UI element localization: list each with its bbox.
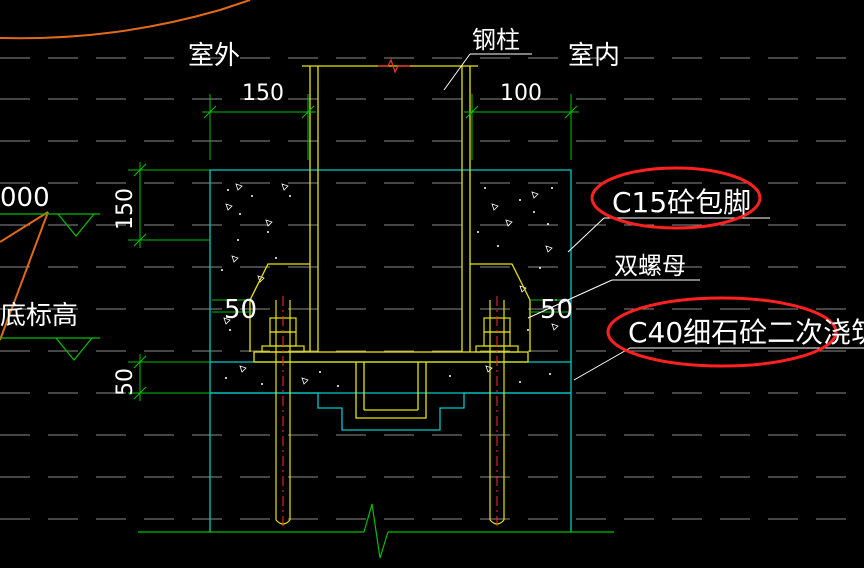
dim-50-left-side: 50 bbox=[224, 295, 257, 325]
dim-150-left: 150 bbox=[113, 188, 138, 230]
label-inside: 室内 bbox=[568, 41, 620, 71]
label-double-nut: 双螺母 bbox=[614, 252, 686, 280]
centerlines bbox=[282, 296, 498, 528]
dim-100-top: 100 bbox=[500, 81, 542, 106]
elevation-marker-base bbox=[0, 337, 100, 361]
annotation-circle-c15 bbox=[590, 166, 762, 230]
label-base-elevation: 底标高 bbox=[0, 301, 78, 331]
label-c40-grout: C40细石砼二次浇筑 bbox=[628, 316, 864, 349]
dim-150-top: 150 bbox=[242, 81, 284, 106]
elevation-marker-top bbox=[0, 213, 100, 237]
label-steel-column: 钢柱 bbox=[472, 26, 520, 54]
shear-key bbox=[355, 362, 427, 419]
label-c15-encasement: C15砼包脚 bbox=[612, 186, 751, 219]
dim-50-bottom: 50 bbox=[113, 368, 138, 396]
background-dash-lines bbox=[0, 57, 864, 520]
elevation-value: 000 bbox=[0, 183, 50, 213]
annotation-circle-c40 bbox=[606, 296, 838, 368]
label-outside: 室外 bbox=[188, 41, 240, 71]
steel-column bbox=[302, 65, 478, 352]
base-plate bbox=[249, 263, 531, 363]
concrete-stipple bbox=[221, 187, 557, 387]
break-symbol bbox=[378, 58, 410, 74]
orange-curve-line bbox=[0, 0, 251, 40]
concrete-aggregate bbox=[223, 183, 559, 385]
dimension-lines bbox=[128, 94, 579, 401]
ground-line bbox=[138, 503, 614, 559]
dim-50-right-side: 50 bbox=[540, 295, 573, 325]
slope-lines bbox=[0, 211, 49, 341]
